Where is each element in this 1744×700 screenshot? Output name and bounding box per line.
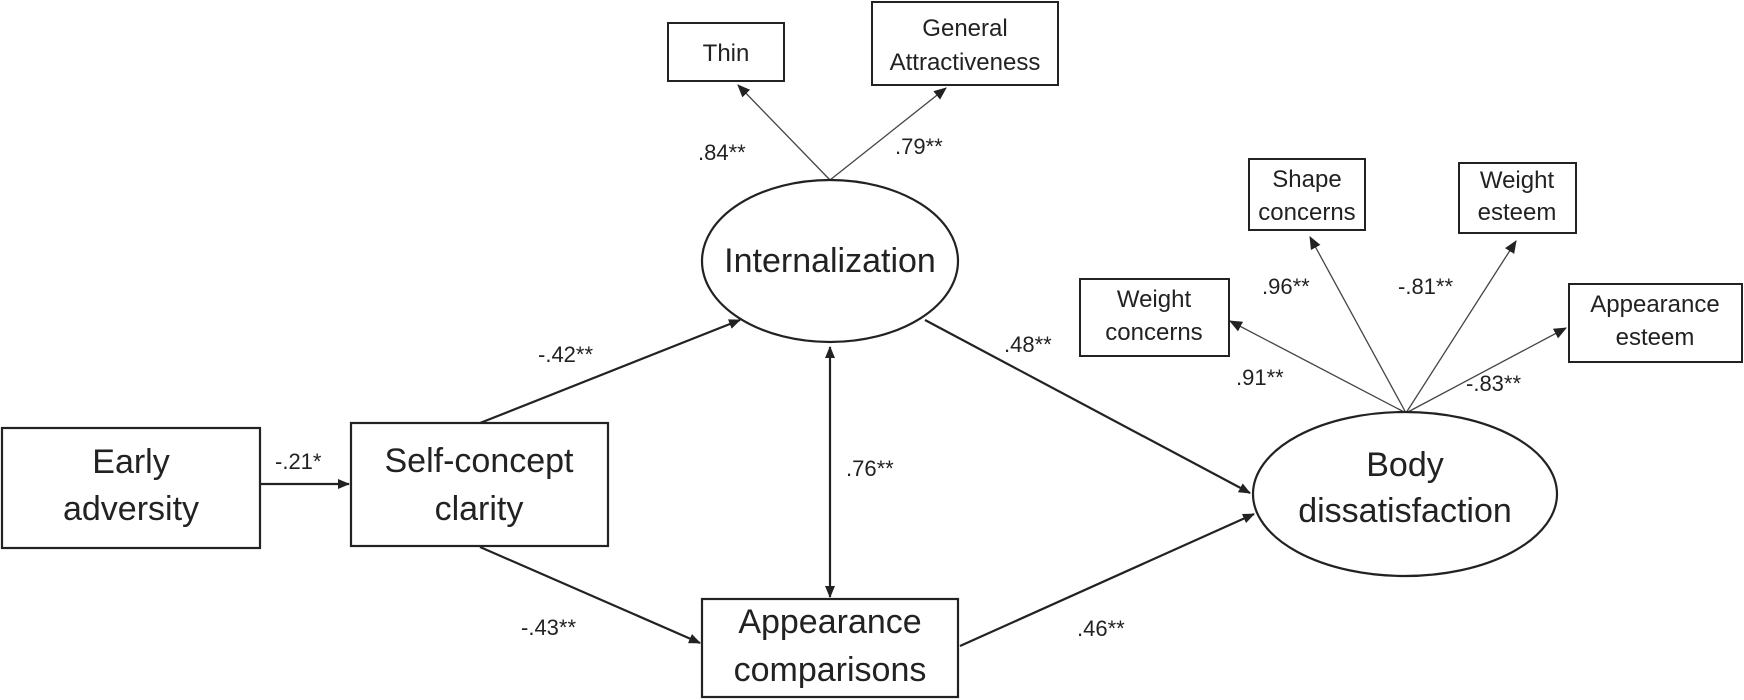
svg-text:Weight: Weight: [1480, 167, 1555, 194]
loading-shape-concerns: .96**: [1262, 274, 1310, 299]
svg-text:clarity: clarity: [435, 490, 524, 528]
arrow-body-to-weight-concerns: [1229, 320, 1407, 414]
svg-text:Body: Body: [1366, 446, 1444, 484]
loading-general-attractiveness: .79**: [895, 134, 943, 159]
coef-internalization-to-body: .48**: [1004, 332, 1052, 357]
svg-text:Thin: Thin: [703, 40, 750, 67]
arrow-comparisons-to-body: [959, 512, 1255, 648]
svg-text:comparisons: comparisons: [734, 651, 927, 689]
svg-text:Shape: Shape: [1272, 166, 1341, 193]
svg-text:esteem: esteem: [1478, 199, 1557, 226]
loading-weight-esteem: -.81**: [1398, 274, 1453, 299]
svg-text:dissatisfaction: dissatisfaction: [1298, 492, 1512, 530]
indicator-weight-esteem: Weight esteem: [1458, 162, 1577, 234]
node-self-concept-clarity: Self-concept clarity: [349, 421, 610, 548]
svg-text:Appearance: Appearance: [738, 603, 921, 641]
node-body-dissatisfaction: Body dissatisfaction: [1251, 410, 1559, 578]
svg-text:Self-concept: Self-concept: [385, 442, 575, 480]
node-early-adversity: Early adversity: [0, 426, 262, 550]
indicator-appearance-esteem: Appearance esteem: [1568, 283, 1743, 363]
svg-text:Appearance: Appearance: [1590, 291, 1719, 318]
arrow-self-to-comparisons: [479, 545, 701, 645]
svg-text:concerns: concerns: [1105, 319, 1202, 346]
loading-appearance-esteem: -.83**: [1466, 371, 1521, 396]
svg-text:esteem: esteem: [1616, 324, 1695, 351]
indicator-shape-concerns: Shape concerns: [1248, 158, 1366, 231]
svg-text:Weight: Weight: [1117, 286, 1192, 313]
arrow-body-to-appearance-esteem: [1405, 327, 1567, 414]
arrow-internalization-to-body: [924, 319, 1251, 494]
svg-text:Attractiveness: Attractiveness: [890, 49, 1041, 76]
arrow-self-to-internalization: [479, 318, 741, 425]
arrow-body-to-weight-esteem: [1405, 240, 1517, 414]
svg-text:Internalization: Internalization: [724, 242, 936, 280]
svg-text:Early: Early: [92, 443, 169, 481]
indicator-thin: Thin: [667, 22, 785, 82]
node-appearance-comparisons: Appearance comparisons: [700, 597, 960, 699]
node-internalization: Internalization: [700, 178, 960, 344]
arrow-body-to-shape-concerns: [1309, 236, 1407, 414]
arrow-internalization-to-general-attractiveness: [829, 87, 947, 181]
indicator-weight-concerns: Weight concerns: [1079, 278, 1230, 357]
coef-self-to-comparisons: -.43**: [521, 615, 576, 640]
loading-weight-concerns: .91**: [1236, 365, 1284, 390]
loading-thin: .84**: [698, 140, 746, 165]
coef-early-to-self: -.21*: [275, 449, 322, 474]
coef-comparisons-to-body: .46**: [1077, 616, 1125, 641]
indicator-general-attractiveness: General Attractiveness: [871, 1, 1059, 86]
svg-text:adversity: adversity: [63, 490, 199, 528]
coef-self-to-internalization: -.42**: [538, 342, 593, 367]
svg-text:concerns: concerns: [1258, 199, 1355, 226]
svg-text:General: General: [922, 15, 1007, 42]
coef-internalization-comparisons: .76**: [846, 456, 894, 481]
arrow-internalization-to-thin: [737, 84, 831, 181]
